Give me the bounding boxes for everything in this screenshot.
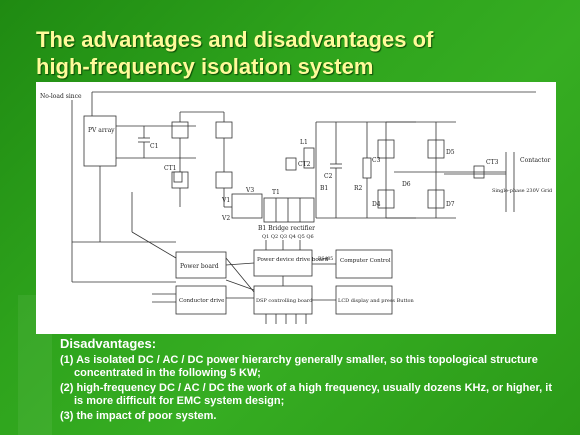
label-d6: D6 xyxy=(402,181,411,188)
label-contactor: Contactor xyxy=(520,157,550,164)
disadvantage-item-3: (3) the impact of poor system. xyxy=(60,410,217,422)
label-drive-signals: Q1 Q2 Q3 Q4 Q5 Q6 xyxy=(262,234,314,240)
label-computer-control: Computer Control xyxy=(340,258,391,264)
label-power-device-drive-board: Power device drive board xyxy=(257,257,329,263)
circuit-diagram: No-load since PV array C1 CT1 L1 V1 V2 V… xyxy=(36,82,556,334)
disadvantage-item-2: (2) high-frequency DC / AC / DC the work… xyxy=(60,382,552,407)
label-b1: B1 xyxy=(320,185,328,192)
slide-title: The advantages and disadvantages of high… xyxy=(36,26,556,80)
disadvantages-section: Disadvantages: (1) As isolated DC / AC /… xyxy=(60,336,555,425)
title-line-1: The advantages and disadvantages of xyxy=(36,27,434,52)
label-rs485: RS485 xyxy=(318,256,333,262)
label-t1: T1 xyxy=(272,189,280,196)
title-line-2: high-frequency isolation system xyxy=(36,54,374,79)
label-r2: R2 xyxy=(354,185,363,192)
label-v3: V3 xyxy=(245,187,254,194)
label-v2: V2 xyxy=(221,215,230,222)
label-dsp-board: DSP controlling board xyxy=(256,298,313,304)
label-v1: V1 xyxy=(221,197,230,204)
label-bridge-rectifier: B1 Bridge rectifier xyxy=(258,225,315,232)
pv-array-box xyxy=(83,115,117,167)
label-conductor-drive: Conductor drive xyxy=(179,298,224,304)
conductor-drive-box xyxy=(175,285,227,315)
label-ct2: CT2 xyxy=(298,161,311,168)
label-single-phase-grid: Single-phase 230V Grid xyxy=(492,188,553,194)
label-d5: D5 xyxy=(446,149,455,156)
label-power-board: Power board xyxy=(180,263,219,270)
computer-control-box xyxy=(335,249,393,279)
power-device-drive-board-box xyxy=(253,249,313,277)
label-no-load-since: No-load since xyxy=(40,93,82,100)
label-pv-array: PV array xyxy=(88,127,115,134)
label-d4: D4 xyxy=(372,201,381,208)
disadvantage-item-1: (1) As isolated DC / AC / DC power hiera… xyxy=(60,354,538,379)
disadvantages-heading: Disadvantages: xyxy=(60,336,157,351)
label-c1: C1 xyxy=(150,143,158,150)
label-c2: C2 xyxy=(324,173,333,180)
label-l1: L1 xyxy=(300,139,308,146)
label-c3: C3 xyxy=(372,157,381,164)
label-ct1: CT1 xyxy=(164,165,176,172)
label-lcd-display: LCD display and press Button xyxy=(338,298,414,304)
label-ct3: CT3 xyxy=(486,159,499,166)
label-d7: D7 xyxy=(446,201,455,208)
circuit-diagram-svg: No-load since PV array C1 CT1 L1 V1 V2 V… xyxy=(40,91,553,324)
disadvantages-list: (1) As isolated DC / AC / DC power hiera… xyxy=(60,354,555,423)
